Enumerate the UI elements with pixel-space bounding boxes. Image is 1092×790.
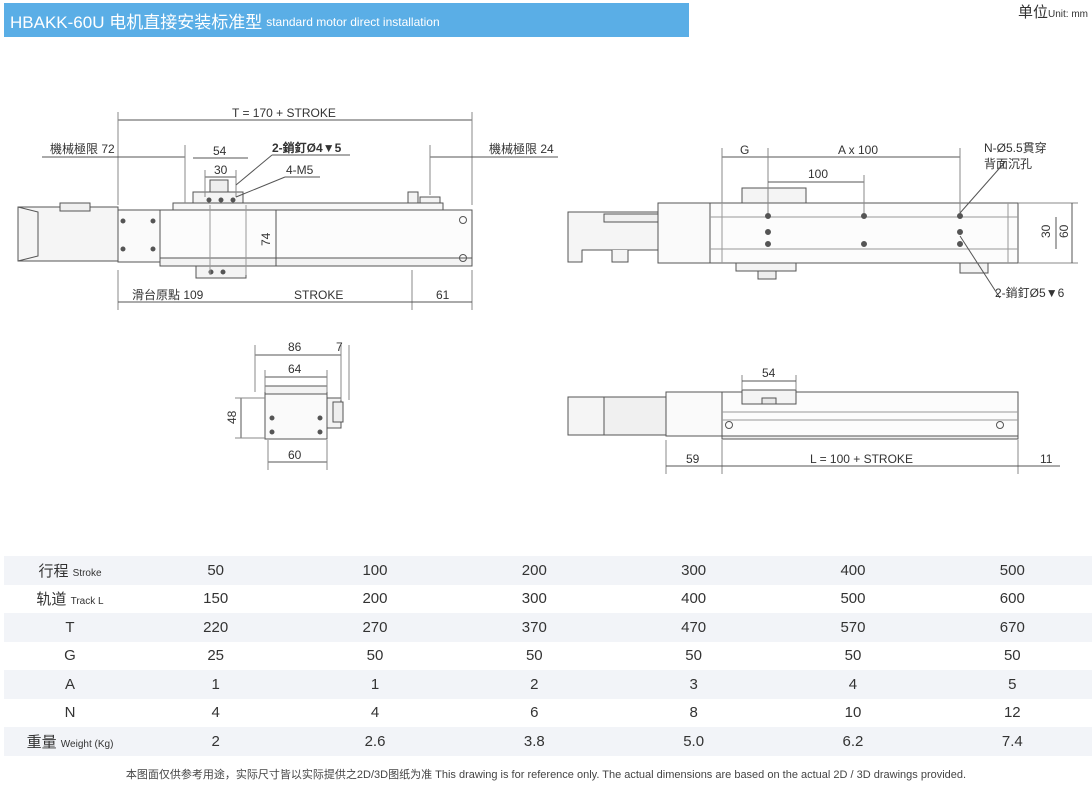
table-cell: 50 <box>366 647 384 665</box>
table-cell: 500 <box>932 556 1092 585</box>
table-cell: 400 <box>773 556 933 585</box>
table-cell: 3 <box>613 670 774 699</box>
dim-54: 54 <box>213 144 227 158</box>
dim-61: 61 <box>436 288 450 302</box>
table-cell: 1 <box>136 670 296 699</box>
table-cell: 50 <box>1003 647 1021 665</box>
dim-74: 74 <box>259 232 273 246</box>
dim-pin-2: 2-銷釘Ø5▼6 <box>995 285 1065 300</box>
dim-h60: 60 <box>1057 224 1071 238</box>
table-cell: 50 <box>136 556 296 585</box>
dim-60: 60 <box>288 448 302 462</box>
table-cell: 600 <box>999 590 1025 608</box>
dim-48: 48 <box>225 410 239 424</box>
dim-t: T = 170 + STROKE <box>232 106 336 120</box>
table-cell: 200 <box>362 590 388 608</box>
table-cell: 5.0 <box>613 727 774 756</box>
table-cell: 3.8 <box>454 727 614 756</box>
table-cell: 50 <box>685 647 702 665</box>
unit-label: 单位Unit: mm <box>1018 1 1088 22</box>
dimension-labels: T = 170 + STROKE 機械極限 72 機械極限 24 54 30 2… <box>50 106 1071 466</box>
table-cell: 2 <box>454 670 614 699</box>
dim-59: 59 <box>686 452 700 466</box>
table-cell: 300 <box>521 590 547 608</box>
table-row: G 25 50 50 50 50 50 <box>4 642 1092 671</box>
table-cell: 150 <box>203 590 229 608</box>
dim-h30: 30 <box>1039 224 1053 238</box>
dim-11: 11 <box>1040 452 1053 466</box>
dim-g: G <box>740 143 749 157</box>
table-cell: 400 <box>681 590 707 608</box>
side-view-left <box>17 112 558 310</box>
unit-cn: 单位 <box>1018 4 1049 21</box>
table-cell: 5 <box>932 670 1092 699</box>
dim-64: 64 <box>288 362 302 376</box>
table-cell: 300 <box>613 556 774 585</box>
table-cell: 2.6 <box>295 727 455 756</box>
row-header: 行程 Stroke <box>4 556 136 585</box>
table-row: N 4 4 6 8 10 12 <box>4 699 1092 728</box>
dim-hole-b: 背面沉孔 <box>984 157 1032 171</box>
row-header: A <box>4 670 136 699</box>
dim-hole-a: N-Ø5.5貫穿 <box>984 140 1047 155</box>
dim-l: L = 100 + STROKE <box>810 452 913 466</box>
end-view <box>235 345 350 470</box>
top-view-right <box>567 148 1078 299</box>
table-cell: 100 <box>295 556 455 585</box>
table-cell: 370 <box>454 613 614 642</box>
table-row: 轨道 Track L 150 200 300 400 500 600 <box>4 585 1092 614</box>
unit-en: Unit: mm <box>1048 9 1089 20</box>
row-header: 轨道 Track L <box>36 591 104 609</box>
table-cell: 2 <box>136 727 296 756</box>
row-header: G <box>64 647 76 665</box>
table-cell: 7.4 <box>932 727 1092 756</box>
table-cell: 6.2 <box>773 727 933 756</box>
table-cell: 10 <box>844 704 862 722</box>
table-cell: 200 <box>454 556 614 585</box>
table-cell: 50 <box>525 647 543 665</box>
row-header: 重量 Weight (Kg) <box>4 727 136 756</box>
table-cell: 12 <box>1003 704 1021 722</box>
dim-stroke: STROKE <box>294 288 343 302</box>
bottom-view <box>567 375 1060 474</box>
table-cell: 1 <box>295 670 455 699</box>
table-cell: 25 <box>207 647 224 665</box>
dim-slider-origin: 滑台原點 109 <box>132 287 204 302</box>
table-cell: 4 <box>370 704 380 722</box>
dim-mech-limit-right: 機械極限 24 <box>489 141 554 156</box>
table-cell: 4 <box>211 704 220 722</box>
table-cell: 670 <box>932 613 1092 642</box>
dim-30: 30 <box>214 163 228 177</box>
table-cell: 500 <box>840 590 866 608</box>
row-header: N <box>64 704 76 722</box>
dim-86: 86 <box>288 340 302 354</box>
technical-drawing: T = 170 + STROKE 機械極限 72 機械極限 24 54 30 2… <box>17 106 1078 474</box>
table-cell: 8 <box>689 704 698 722</box>
row-header: T <box>4 613 136 642</box>
dim-7: 7 <box>336 340 343 354</box>
table-cell: 470 <box>613 613 774 642</box>
table-cell: 220 <box>136 613 296 642</box>
header-title: HBAKK-60U 电机直接安装标准型 <box>10 12 263 32</box>
header-subtitle: standard motor direct installation <box>266 14 440 29</box>
table-cell: 570 <box>773 613 933 642</box>
table-cell: 50 <box>844 647 862 665</box>
dim-s54: 54 <box>762 366 776 380</box>
table-cell: 270 <box>295 613 455 642</box>
dim-m5: 4-M5 <box>286 163 314 177</box>
footer-note: 本图面仅供参考用途，实际尺寸皆以实际提供之2D/3D图纸为准 This draw… <box>125 769 967 781</box>
dim-pin-1: 2-銷釘Ø4▼5 <box>272 140 342 155</box>
header-bar: HBAKK-60U 电机直接安装标准型 standard motor direc… <box>4 3 689 37</box>
dim-100: 100 <box>808 167 828 181</box>
dim-a: A x 100 <box>838 143 878 157</box>
table-cell: 4 <box>773 670 933 699</box>
table-cell: 6 <box>530 704 539 722</box>
dim-mech-limit-left: 機械極限 72 <box>50 141 115 156</box>
